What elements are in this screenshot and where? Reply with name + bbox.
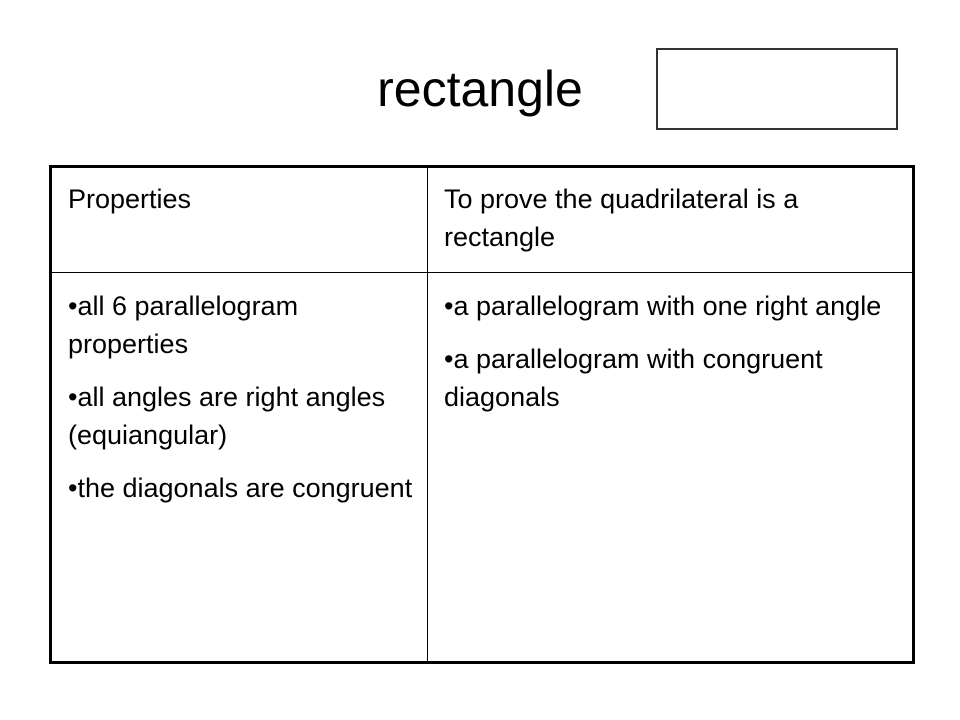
proof-item: a parallelogram with congruent diagonals [444, 340, 898, 416]
header-to-prove: To prove the quadrilateral is a rectangl… [427, 166, 914, 273]
table-body-row: all 6 parallelogram properties all angle… [50, 272, 914, 663]
slide-title: rectangle [377, 61, 583, 117]
properties-list: all 6 parallelogram properties all angle… [68, 283, 413, 507]
header-properties: Properties [50, 166, 428, 273]
shape-placeholder-box [656, 48, 898, 130]
properties-table: Properties To prove the quadrilateral is… [49, 165, 915, 664]
proofs-list: a parallelogram with one right angle a p… [444, 283, 898, 416]
property-item: the diagonals are congruent [68, 469, 413, 507]
property-item: all 6 parallelogram properties [68, 287, 413, 363]
proof-item: a parallelogram with one right angle [444, 287, 898, 325]
properties-cell: all 6 parallelogram properties all angle… [50, 272, 428, 663]
table-header-row: Properties To prove the quadrilateral is… [50, 166, 914, 273]
proofs-cell: a parallelogram with one right angle a p… [427, 272, 914, 663]
property-item: all angles are right angles (equiangular… [68, 378, 413, 454]
